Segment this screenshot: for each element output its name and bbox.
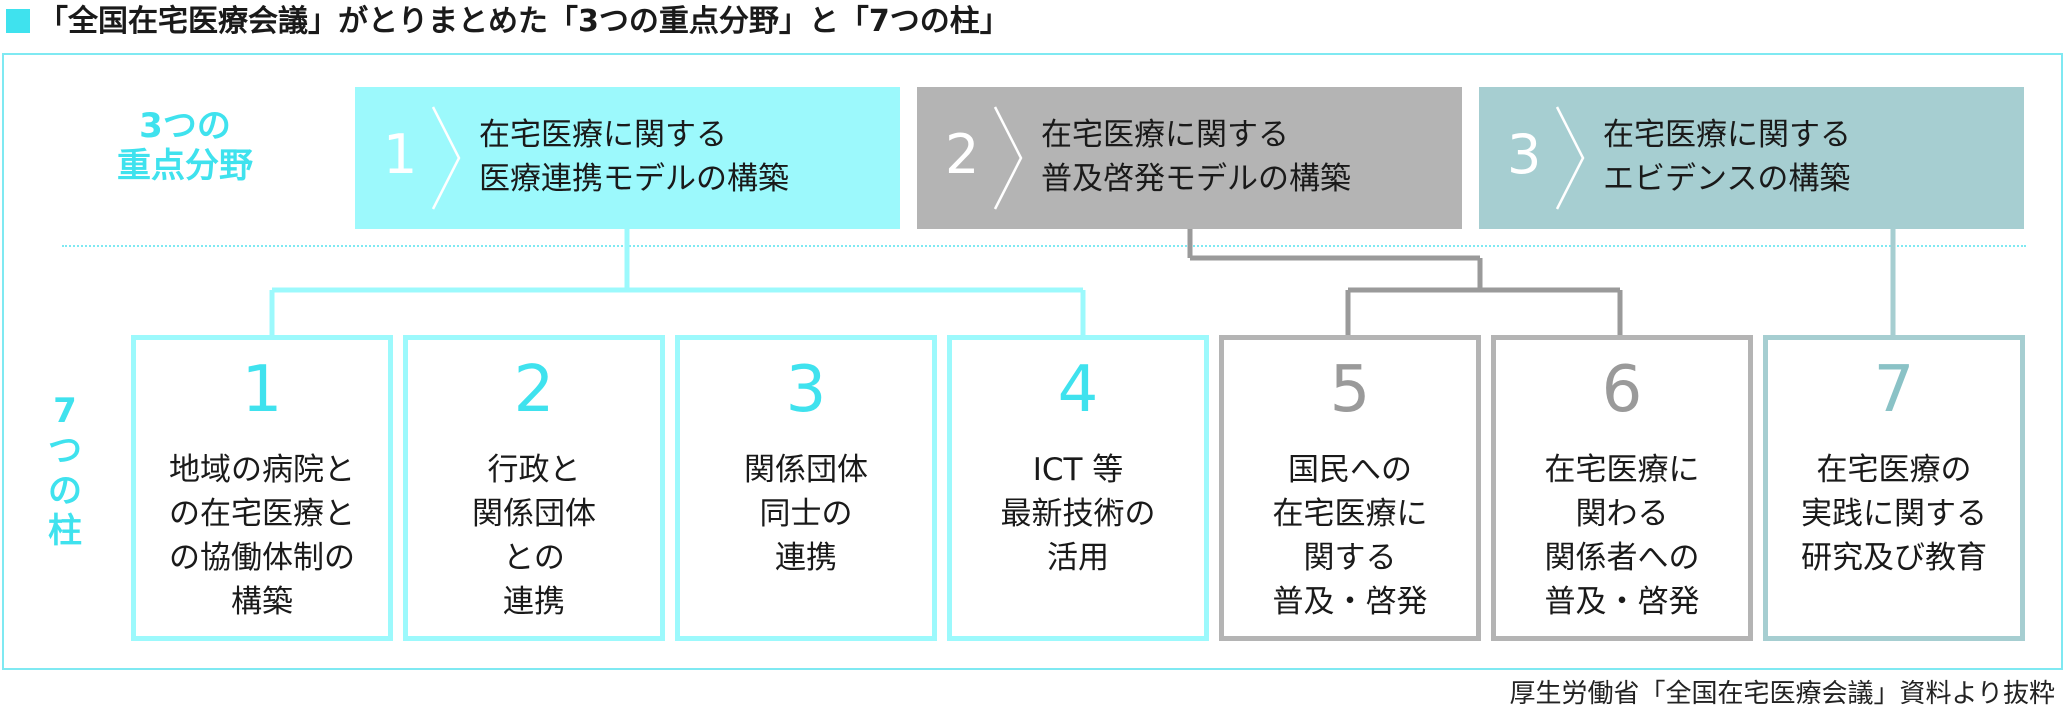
focus-area-title-line: エビデンスの構築 <box>1603 161 1851 197</box>
pillar-text-line: ICT 等 <box>1032 452 1124 488</box>
pillar-text-line: 普及・啓発 <box>1272 584 1428 620</box>
focus-area-number: 2 <box>945 123 980 186</box>
pillar-number: 2 <box>513 353 555 427</box>
pillar-description: 在宅医療の 実践に関する 研究及び教育 <box>1768 448 2020 580</box>
pillar-text-line: の在宅医療と <box>169 496 355 532</box>
pillars-label-char: 7 <box>53 391 77 431</box>
pillars-label-char: 柱 <box>48 511 82 551</box>
section-divider <box>62 245 2026 247</box>
focus-area-number: 1 <box>383 123 418 186</box>
pillar-text-line: との <box>503 540 565 576</box>
focus-area-title-line: 在宅医療に関する <box>1041 117 1289 153</box>
pillar-text-line: 地域の病院と <box>169 452 355 488</box>
pillar-2: 2 行政と 関係団体 との 連携 <box>403 335 665 641</box>
focus-area-title-line: 普及啓発モデルの構築 <box>1041 161 1351 197</box>
title-square-icon <box>6 9 30 33</box>
pillar-text-line: 在宅医療の <box>1816 452 1972 488</box>
pillar-number: 4 <box>1057 353 1099 427</box>
focus-areas-label-line: 3つの <box>139 106 231 146</box>
pillar-7: 7 在宅医療の 実践に関する 研究及び教育 <box>1763 335 2025 641</box>
pillar-text-line: 関わる <box>1575 496 1669 532</box>
chevron-right-icon <box>431 106 461 210</box>
pillar-4: 4 ICT 等 最新技術の 活用 <box>947 335 1209 641</box>
pillar-description: 地域の病院と の在宅医療と の協働体制の 構築 <box>136 448 388 624</box>
pillar-text-line: 連携 <box>775 540 837 576</box>
chevron-right-icon <box>1555 106 1585 210</box>
pillar-number: 1 <box>241 353 283 427</box>
pillar-text-line: 国民への <box>1288 452 1412 488</box>
diagram-frame <box>2 53 2063 670</box>
pillar-description: 関係団体 同士の 連携 <box>680 448 932 580</box>
pillar-text-line: 実践に関する <box>1801 496 1987 532</box>
pillar-1: 1 地域の病院と の在宅医療と の協働体制の 構築 <box>131 335 393 641</box>
source-note: 厚生労働省「全国在宅医療会議」資料より抜粋 <box>1509 679 2055 709</box>
pillar-text-line: 活用 <box>1047 540 1109 576</box>
pillars-label: 7 つ の 柱 <box>40 391 90 551</box>
pillar-text-line: 同士の <box>759 496 853 532</box>
pillar-text-line: 研究及び教育 <box>1801 540 1987 576</box>
pillar-text-line: 在宅医療に <box>1272 496 1428 532</box>
pillar-description: 在宅医療に 関わる 関係者への 普及・啓発 <box>1496 448 1748 624</box>
pillar-text-line: 関係団体 <box>744 452 868 488</box>
focus-area-title-line: 医療連携モデルの構築 <box>479 161 789 197</box>
pillar-text-line: 関する <box>1303 540 1397 576</box>
pillar-text-line: の協働体制の <box>169 540 355 576</box>
pillar-number: 7 <box>1873 353 1915 427</box>
pillar-number: 5 <box>1329 353 1371 427</box>
connector-area-1 <box>269 229 1086 335</box>
pillar-text-line: 在宅医療に <box>1544 452 1700 488</box>
focus-area-number: 3 <box>1507 123 1542 186</box>
focus-areas-label: 3つの 重点分野 <box>100 106 270 186</box>
pillars-label-char: つ <box>48 431 82 471</box>
pillar-3: 3 関係団体 同士の 連携 <box>675 335 937 641</box>
pillar-description: 国民への 在宅医療に 関する 普及・啓発 <box>1224 448 1476 624</box>
page-title: 「全国在宅医療会議」がとりまとめた「3つの重点分野」と「7つの柱」 <box>38 4 1010 39</box>
focus-area-title-line: 在宅医療に関する <box>1603 117 1851 153</box>
chevron-right-icon <box>993 106 1023 210</box>
pillar-text-line: 関係者への <box>1544 540 1700 576</box>
pillar-number: 3 <box>785 353 827 427</box>
pillars-label-char: の <box>48 471 82 511</box>
pillar-text-line: 構築 <box>231 584 293 620</box>
connector-area-2 <box>1187 229 1623 335</box>
focus-area-3: 3 在宅医療に関する エビデンスの構築 <box>1479 87 2024 229</box>
pillar-number: 6 <box>1601 353 1643 427</box>
pillar-text-line: 最新技術の <box>1000 496 1156 532</box>
pillar-description: ICT 等 最新技術の 活用 <box>952 448 1204 580</box>
pillar-text-line: 普及・啓発 <box>1544 584 1700 620</box>
pillar-description: 行政と 関係団体 との 連携 <box>408 448 660 624</box>
focus-area-title-line: 在宅医療に関する <box>479 117 727 153</box>
focus-areas-label-line: 重点分野 <box>117 146 253 186</box>
pillar-6: 6 在宅医療に 関わる 関係者への 普及・啓発 <box>1491 335 1753 641</box>
pillar-text-line: 連携 <box>503 584 565 620</box>
pillar-text-line: 行政と <box>487 452 581 488</box>
pillar-text-line: 関係団体 <box>472 496 596 532</box>
pillar-5: 5 国民への 在宅医療に 関する 普及・啓発 <box>1219 335 1481 641</box>
focus-area-1: 1 在宅医療に関する 医療連携モデルの構築 <box>355 87 900 229</box>
focus-area-2: 2 在宅医療に関する 普及啓発モデルの構築 <box>917 87 1462 229</box>
